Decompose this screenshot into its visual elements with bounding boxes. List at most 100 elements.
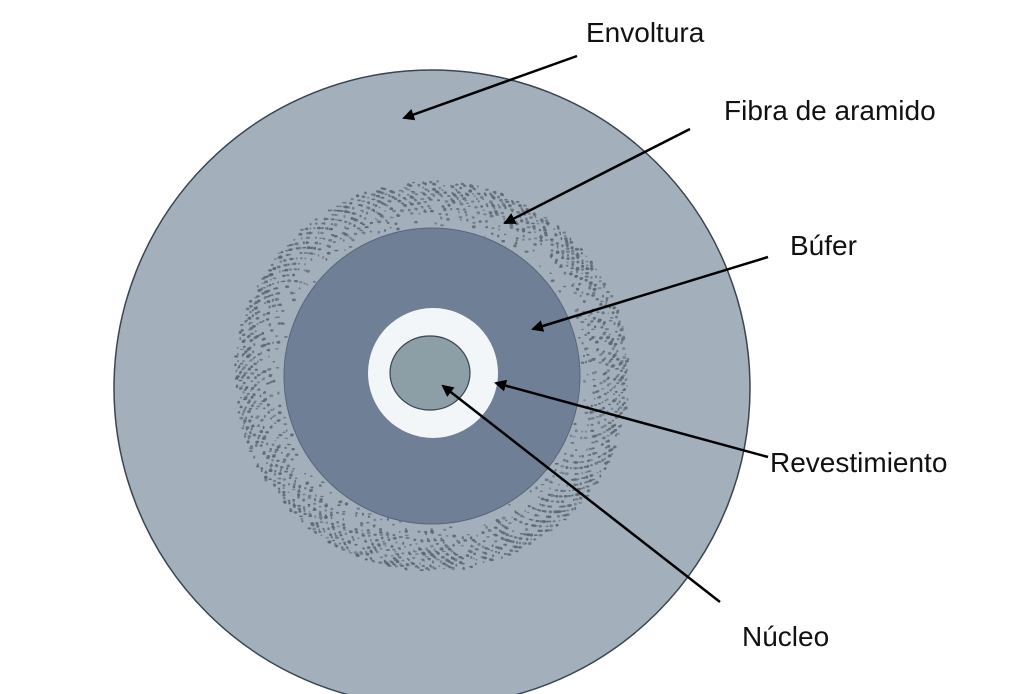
- aramid-fiber-speck: [422, 559, 425, 561]
- aramid-fiber-speck: [609, 294, 614, 298]
- aramid-fiber-speck: [471, 224, 476, 228]
- aramid-fiber-speck: [297, 268, 300, 271]
- aramid-fiber-speck: [296, 490, 301, 493]
- aramid-fiber-speck: [271, 455, 276, 458]
- aramid-fiber-speck: [275, 366, 280, 369]
- aramid-fiber-speck: [256, 374, 260, 377]
- aramid-fiber-speck: [303, 510, 306, 513]
- aramid-fiber-speck: [371, 559, 375, 562]
- aramid-fiber-speck: [294, 453, 299, 456]
- aramid-fiber-speck: [444, 563, 449, 567]
- aramid-fiber-speck: [329, 228, 332, 230]
- aramid-fiber-speck: [538, 228, 542, 232]
- aramid-fiber-speck: [382, 542, 387, 546]
- aramid-fiber-speck: [441, 205, 445, 207]
- aramid-fiber-speck: [572, 283, 575, 285]
- aramid-fiber-speck: [622, 355, 627, 359]
- aramid-fiber-speck: [274, 448, 279, 452]
- aramid-fiber-speck: [608, 382, 612, 385]
- aramid-fiber-speck: [398, 556, 402, 559]
- aramid-fiber-speck: [578, 336, 581, 339]
- aramid-fiber-speck: [297, 262, 300, 265]
- aramid-fiber-speck: [550, 280, 554, 283]
- aramid-fiber-speck: [605, 300, 608, 303]
- aramid-fiber-speck: [585, 272, 590, 275]
- aramid-fiber-speck: [336, 205, 340, 208]
- aramid-fiber-speck: [592, 371, 595, 375]
- aramid-fiber-speck: [595, 297, 600, 301]
- aramid-fiber-speck: [486, 536, 490, 538]
- aramid-fiber-speck: [565, 509, 570, 512]
- aramid-fiber-speck: [621, 366, 625, 370]
- aramid-fiber-speck: [613, 429, 618, 432]
- aramid-fiber-speck: [608, 403, 611, 406]
- aramid-fiber-speck: [359, 521, 364, 525]
- aramid-fiber-speck: [290, 248, 294, 251]
- aramid-fiber-speck: [271, 298, 274, 302]
- aramid-fiber-speck: [424, 555, 429, 558]
- aramid-fiber-speck: [253, 393, 256, 395]
- aramid-fiber-speck: [579, 436, 583, 440]
- aramid-fiber-speck: [372, 525, 376, 528]
- aramid-fiber-speck: [535, 519, 540, 523]
- aramid-fiber-speck: [386, 221, 390, 225]
- aramid-fiber-speck: [611, 347, 615, 351]
- aramid-fiber-speck: [380, 201, 383, 205]
- aramid-fiber-speck: [583, 436, 588, 440]
- aramid-fiber-speck: [417, 566, 420, 569]
- aramid-fiber-speck: [293, 239, 296, 241]
- aramid-fiber-speck: [394, 550, 397, 553]
- aramid-fiber-speck: [624, 353, 627, 356]
- aramid-fiber-speck: [260, 469, 263, 473]
- aramid-fiber-speck: [366, 197, 370, 199]
- aramid-fiber-speck: [591, 441, 596, 444]
- aramid-fiber-speck: [392, 548, 396, 551]
- aramid-fiber-speck: [576, 260, 580, 264]
- aramid-fiber-speck: [586, 353, 590, 356]
- aramid-fiber-speck: [603, 418, 607, 421]
- aramid-fiber-speck: [262, 313, 266, 317]
- aramid-fiber-speck: [501, 202, 506, 206]
- aramid-fiber-speck: [588, 453, 592, 456]
- aramid-fiber-speck: [239, 337, 241, 341]
- aramid-fiber-speck: [352, 538, 355, 542]
- aramid-fiber-speck: [429, 180, 433, 184]
- aramid-fiber-speck: [317, 253, 320, 257]
- aramid-fiber-speck: [330, 511, 333, 514]
- aramid-fiber-speck: [515, 511, 519, 514]
- aramid-fiber-speck: [452, 543, 455, 547]
- aramid-fiber-speck: [547, 529, 552, 532]
- aramid-fiber-speck: [244, 406, 248, 409]
- aramid-fiber-speck: [363, 217, 367, 220]
- aramid-fiber-speck: [273, 287, 277, 290]
- aramid-fiber-speck: [605, 296, 610, 299]
- aramid-fiber-speck: [593, 397, 596, 400]
- aramid-fiber-speck: [259, 444, 263, 447]
- aramid-fiber-speck: [258, 402, 263, 405]
- aramid-fiber-speck: [490, 558, 493, 561]
- aramid-fiber-speck: [440, 537, 443, 540]
- aramid-fiber-speck: [245, 386, 249, 389]
- aramid-fiber-speck: [278, 304, 281, 306]
- aramid-fiber-speck: [581, 454, 584, 458]
- aramid-fiber-speck: [477, 211, 480, 215]
- aramid-fiber-speck: [618, 378, 623, 382]
- aramid-fiber-speck: [318, 530, 322, 533]
- aramid-fiber-speck: [522, 228, 525, 231]
- aramid-fiber-speck: [280, 466, 283, 470]
- aramid-fiber-speck: [409, 212, 414, 215]
- aramid-fiber-speck: [312, 508, 317, 511]
- aramid-fiber-speck: [330, 217, 335, 221]
- aramid-fiber-speck: [316, 524, 320, 528]
- aramid-fiber-speck: [318, 510, 322, 513]
- aramid-fiber-speck: [317, 226, 319, 230]
- aramid-fiber-speck: [277, 482, 281, 485]
- aramid-fiber-speck: [511, 530, 515, 533]
- aramid-fiber-speck: [276, 459, 280, 462]
- aramid-fiber-speck: [318, 516, 323, 519]
- aramid-fiber-speck: [618, 400, 621, 404]
- aramid-fiber-speck: [390, 544, 394, 548]
- aramid-fiber-speck: [581, 471, 584, 475]
- aramid-fiber-speck: [319, 237, 324, 240]
- aramid-fiber-speck: [299, 228, 304, 231]
